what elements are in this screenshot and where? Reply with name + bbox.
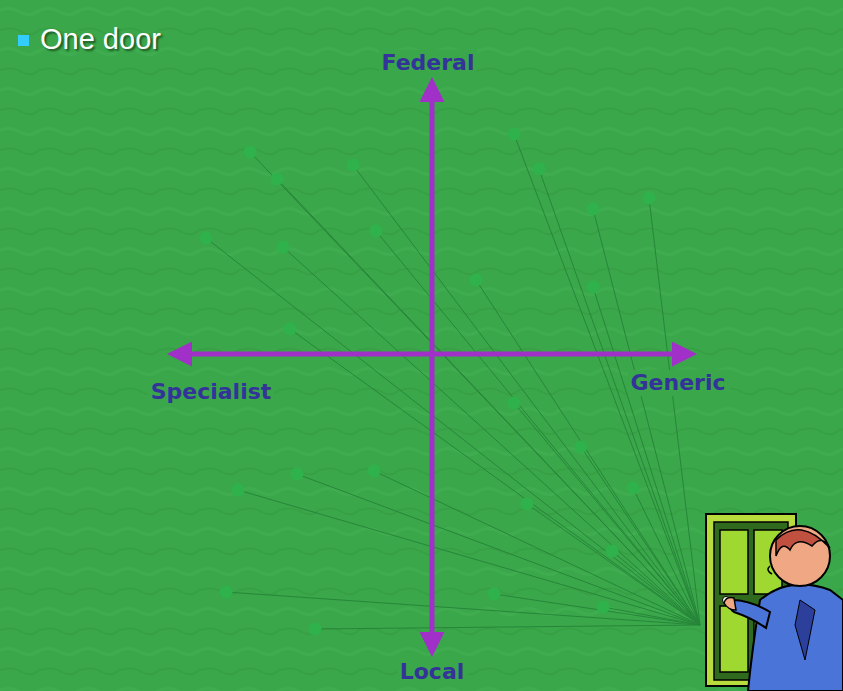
bullet-square: [18, 35, 29, 46]
axis-label: Federal: [379, 50, 478, 75]
axis-label: Local: [397, 659, 468, 684]
axis-label: Specialist: [148, 379, 275, 404]
person-figure: [724, 526, 843, 691]
axes: [172, 82, 692, 652]
title-block: One door: [18, 22, 161, 57]
slide-title: One door: [18, 22, 161, 57]
connection-lines: [206, 134, 700, 629]
axis-label: Generic: [628, 370, 729, 395]
